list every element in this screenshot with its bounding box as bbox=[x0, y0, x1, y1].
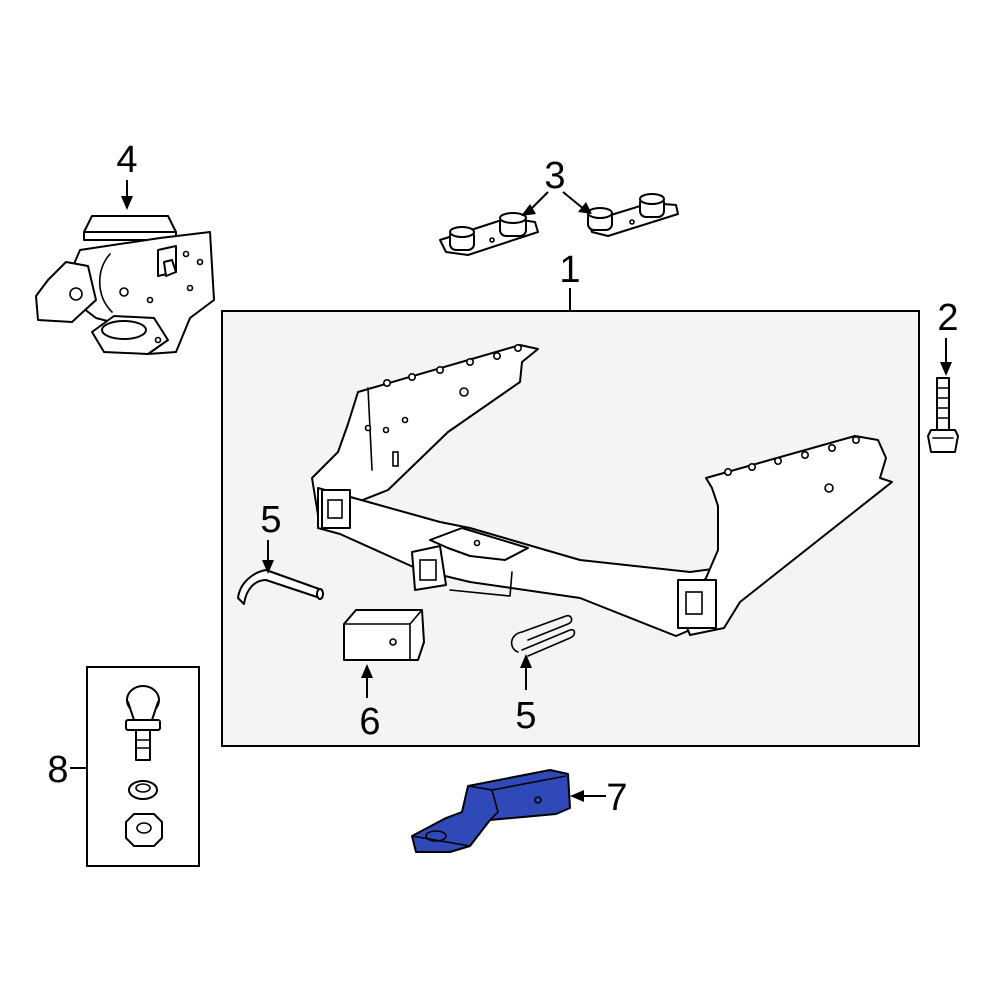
callout-6-number: 6 bbox=[359, 701, 380, 743]
callout-2: 2 bbox=[937, 297, 959, 376]
nut-plate-part-3b[interactable] bbox=[587, 193, 679, 237]
ball-mount-part-7[interactable] bbox=[411, 769, 571, 853]
callout-4-number: 4 bbox=[116, 139, 137, 181]
callout-5b-number: 5 bbox=[515, 695, 536, 737]
hitch-pin-part-5[interactable] bbox=[237, 569, 324, 605]
receiver-cover-part-6[interactable] bbox=[343, 609, 425, 661]
callout-5a: 5 bbox=[260, 499, 282, 574]
callout-1: 1 bbox=[559, 249, 581, 311]
callout-3: 3 bbox=[521, 155, 592, 216]
callout-6: 6 bbox=[359, 664, 381, 743]
callout-5a-number: 5 bbox=[260, 499, 281, 541]
callout-3-number: 3 bbox=[544, 155, 565, 197]
ball-kit-box bbox=[86, 666, 200, 867]
nut-plate-part-3a[interactable] bbox=[439, 212, 539, 256]
bolt-part-2[interactable] bbox=[927, 377, 959, 453]
bracket-assembly-part-4[interactable] bbox=[35, 215, 215, 355]
callout-8-number: 8 bbox=[47, 749, 68, 791]
ball-kit-part-8[interactable] bbox=[125, 685, 163, 847]
callout-7-number: 7 bbox=[606, 777, 627, 819]
hitch-receiver-frame[interactable] bbox=[311, 343, 893, 637]
callout-1-number: 1 bbox=[559, 249, 580, 291]
callout-2-number: 2 bbox=[937, 297, 958, 339]
callout-4: 4 bbox=[116, 139, 138, 210]
callout-5b: 5 bbox=[515, 654, 537, 737]
callout-8: 8 bbox=[47, 749, 87, 791]
callout-7: 7 bbox=[570, 777, 628, 819]
clip-part-5[interactable] bbox=[510, 614, 576, 657]
